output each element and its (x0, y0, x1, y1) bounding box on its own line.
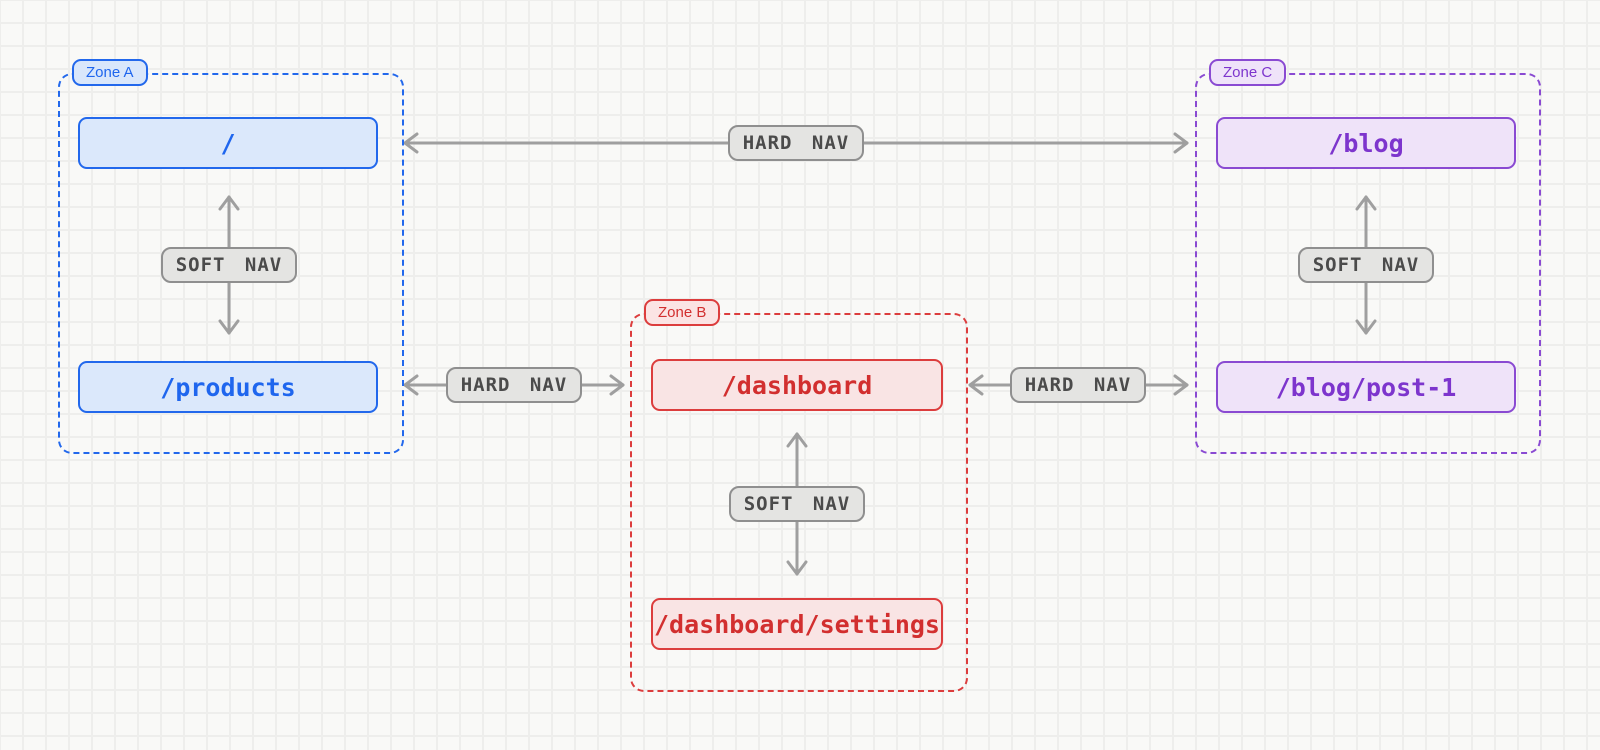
zone-a-label: Zone A (72, 59, 148, 86)
soft-nav-badge-zone-b: SOFT NAV (729, 486, 865, 522)
zone-a: Zone A / SOFT NAV /products (58, 59, 404, 454)
route-node-dashboard-settings: /dashboard/settings (651, 598, 943, 650)
zone-c: Zone C /blog SOFT NAV /blog/post-1 (1195, 59, 1541, 454)
zone-b-label: Zone B (644, 299, 721, 326)
zone-c-label: Zone C (1209, 59, 1287, 86)
hard-nav-badge-top: HARD NAV (728, 125, 864, 161)
route-node-blog-post-1: /blog/post-1 (1216, 361, 1516, 413)
route-node-blog: /blog (1216, 117, 1516, 169)
route-node-root: / (78, 117, 378, 169)
hard-nav-badge-right: HARD NAV (1010, 367, 1146, 403)
soft-nav-badge-zone-a: SOFT NAV (161, 247, 297, 283)
route-node-products: /products (78, 361, 378, 413)
route-node-dashboard: /dashboard (651, 359, 943, 411)
hard-nav-badge-left: HARD NAV (446, 367, 582, 403)
soft-nav-badge-zone-c: SOFT NAV (1298, 247, 1434, 283)
zone-b: Zone B /dashboard SOFT NAV /dashboard/se… (630, 299, 968, 692)
